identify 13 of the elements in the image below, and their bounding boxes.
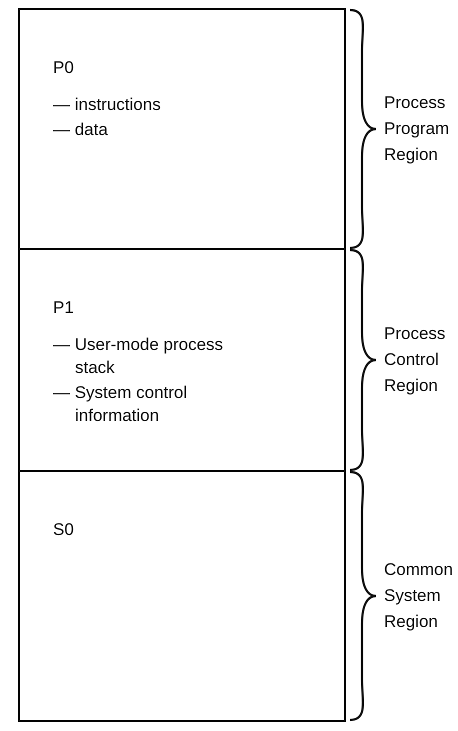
bullet-item: — System control information bbox=[53, 382, 188, 427]
memory-region-box bbox=[18, 248, 346, 472]
region-heading: S0 bbox=[53, 519, 74, 541]
bullet-item: — instructions bbox=[53, 94, 162, 116]
bullet-item: — User-mode process stack bbox=[53, 334, 224, 379]
bullet-item: — data bbox=[53, 119, 109, 141]
memory-region-box bbox=[18, 8, 346, 250]
region-label: Common System Region bbox=[384, 559, 454, 633]
region-label: Process Program Region bbox=[384, 92, 450, 166]
memory-region-box bbox=[18, 470, 346, 722]
region-heading: P0 bbox=[53, 57, 74, 79]
region-heading: P1 bbox=[53, 297, 74, 319]
region-label: Process Control Region bbox=[384, 323, 446, 397]
